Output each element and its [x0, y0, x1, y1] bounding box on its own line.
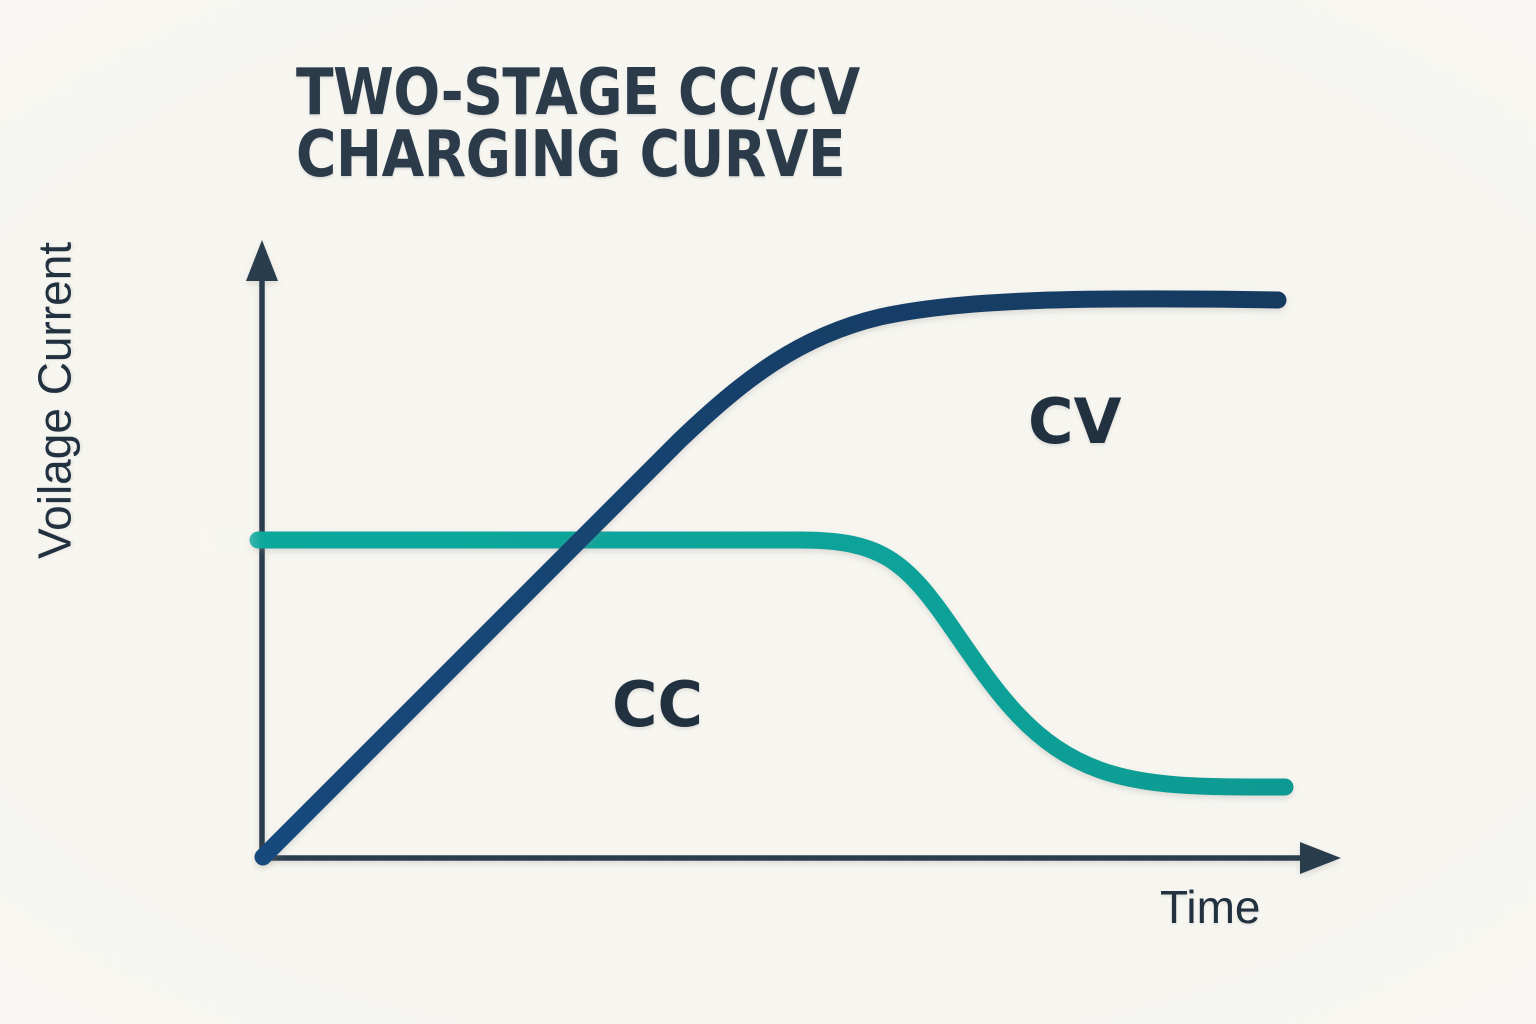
- x-axis-arrow-icon: [1300, 842, 1341, 874]
- axis-edge-fade: [200, 528, 262, 552]
- cv-stage-label: CV: [1028, 385, 1122, 458]
- page-title: TWO-STAGE CC/CV CHARGING CURVE: [296, 56, 860, 193]
- y-axis-label: Voilage Current: [28, 241, 81, 559]
- y-axis-arrow-icon: [246, 240, 278, 281]
- x-axis-label: Time: [1160, 881, 1261, 933]
- voltage-curve: [254, 290, 1287, 866]
- current-curve: [249, 531, 1294, 796]
- cc-stage-label: CC: [612, 668, 704, 741]
